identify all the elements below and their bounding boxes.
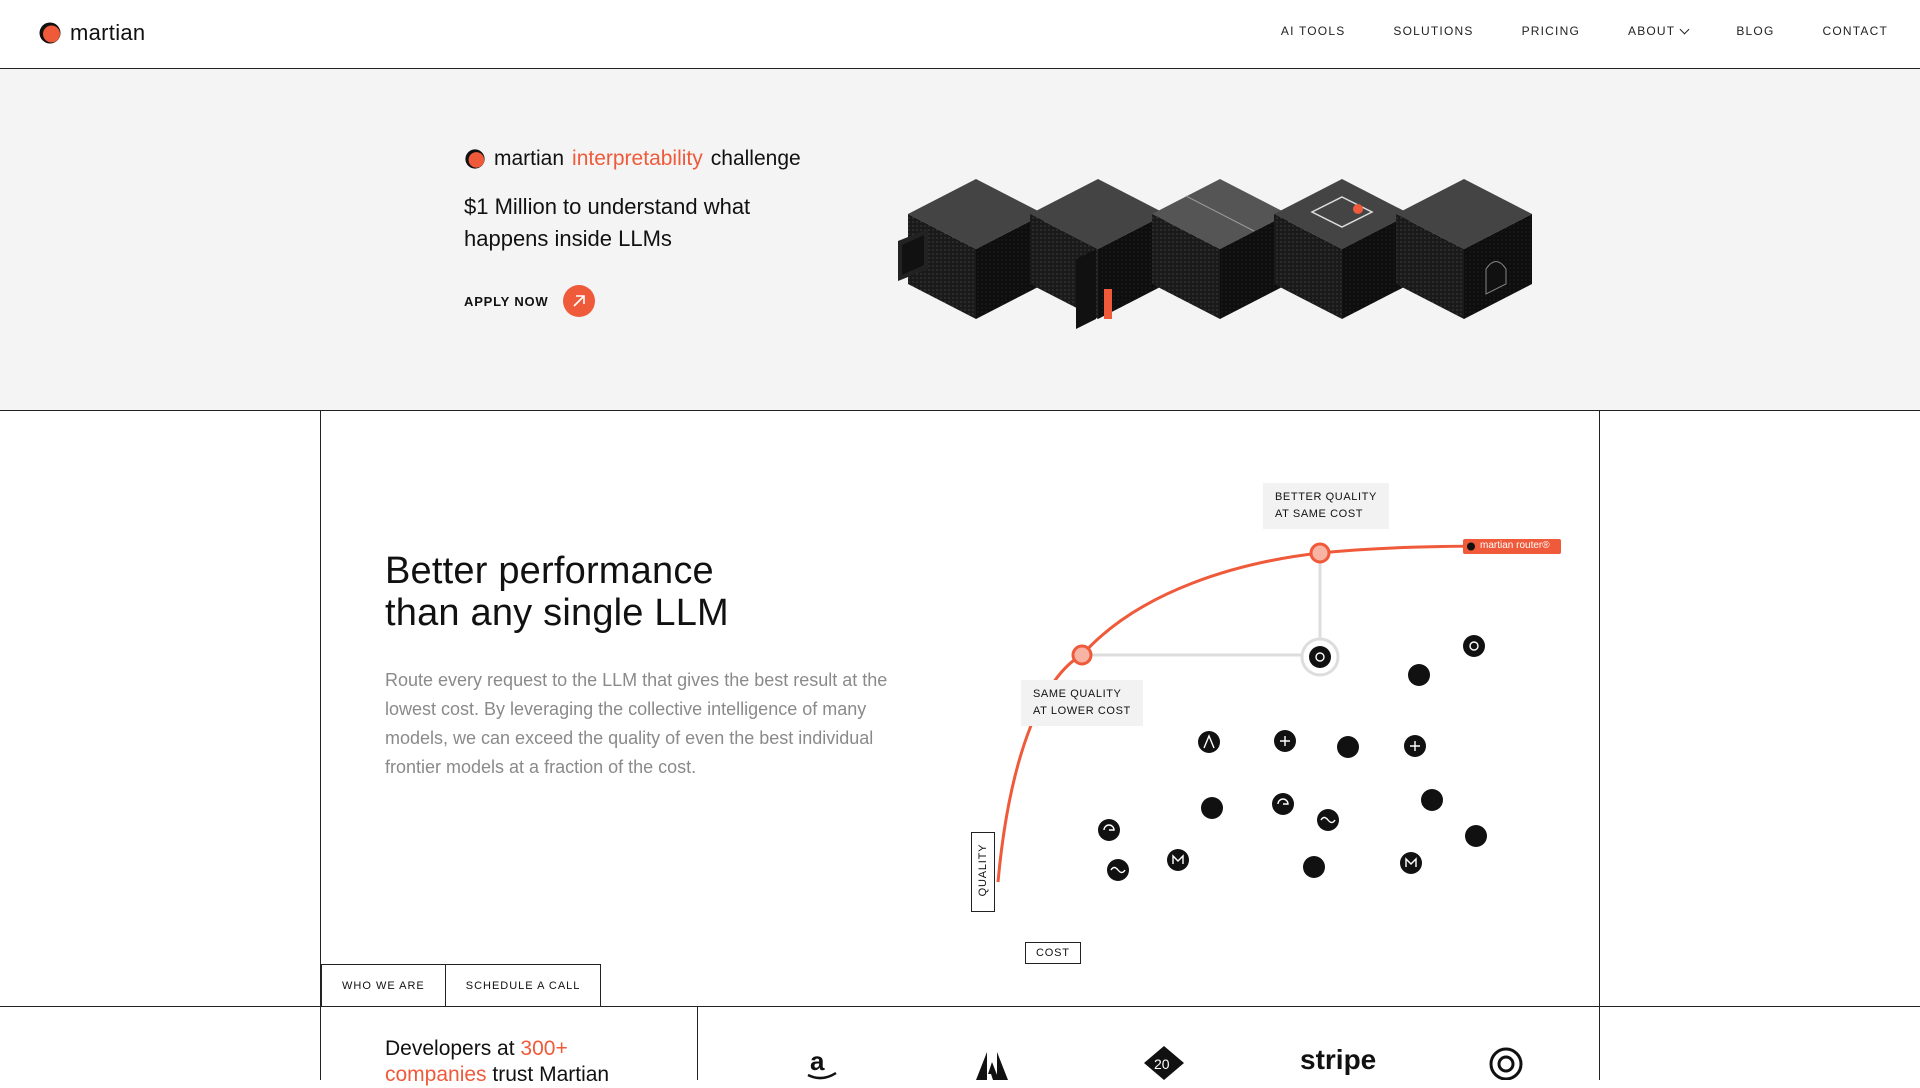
nav-solutions[interactable]: SOLUTIONS	[1393, 24, 1474, 38]
y-axis-label: QUALITY	[971, 832, 995, 912]
cubes-illustration	[898, 179, 1532, 329]
chart-canvas	[996, 539, 1561, 942]
martian-logo-icon	[465, 149, 485, 169]
headline-line-1: Better performance	[385, 550, 714, 592]
section-border-bottom	[0, 1006, 1920, 1007]
challenge-word: challenge	[710, 147, 801, 170]
better-quality-line-2: AT SAME COST	[1275, 508, 1364, 520]
challenge-banner: martian interpretability challenge $1 Mi…	[0, 69, 1920, 411]
cube-1	[898, 179, 1044, 319]
cube-3	[1152, 179, 1288, 319]
x-axis-label: COST	[1025, 942, 1081, 964]
section-border-right	[1599, 410, 1600, 1080]
twenty-logo-icon: 20	[1144, 1046, 1184, 1080]
cohere-icon	[1201, 797, 1223, 819]
challenge-accent: interpretability	[572, 147, 703, 170]
lower-cost-label: SAME QUALITY AT LOWER COST	[1021, 680, 1143, 726]
lower-cost-line-1: SAME QUALITY	[1033, 688, 1122, 700]
cube-2	[1030, 179, 1166, 329]
openai-icon	[1309, 646, 1331, 668]
openai-logo-icon	[1489, 1047, 1523, 1080]
nav-links: AI TOOLS SOLUTIONS PRICING ABOUT BLOG CO…	[1281, 24, 1888, 38]
challenge-brand: martian	[494, 147, 565, 170]
apply-now-label: APPLY NOW	[464, 293, 549, 309]
router-tag-bg	[1463, 539, 1561, 554]
top-nav: martian AI TOOLS SOLUTIONS PRICING ABOUT…	[0, 0, 1920, 69]
better-quality-point	[1309, 542, 1331, 564]
chevron-down-icon	[1679, 24, 1690, 34]
apply-now-link[interactable]: APPLY NOW	[464, 285, 595, 317]
cohere-icon	[1337, 736, 1359, 758]
section-headline: Better performance than any single LLM	[385, 550, 729, 634]
amazon-logo-icon: a	[807, 1048, 837, 1080]
svg-text:20: 20	[1154, 1056, 1170, 1072]
pareto-curve	[996, 544, 1506, 883]
openai-icon	[1463, 635, 1485, 657]
section-tabs: WHO WE ARE SCHEDULE A CALL	[321, 964, 602, 1006]
mistral-icon	[1408, 664, 1430, 686]
developers-trust: Developers at 300+ companies trust Marti…	[385, 1036, 665, 1088]
stripe-logo: stripe	[1300, 1044, 1377, 1075]
nav-contact[interactable]: CONTACT	[1822, 24, 1888, 38]
nav-about[interactable]: ABOUT	[1627, 24, 1690, 38]
svg-text:a: a	[810, 1048, 825, 1076]
nav-blog[interactable]: BLOG	[1736, 24, 1775, 38]
quality-cost-chart: martian router® BETTER QUALITY AT SAME C…	[960, 470, 1580, 995]
cube-4	[1274, 179, 1410, 319]
banner-subtitle: $1 Million to understand what happens in…	[464, 194, 751, 251]
logo[interactable]: martian	[38, 20, 145, 46]
perplexity-icon	[1465, 825, 1487, 847]
tab-schedule-call[interactable]: SCHEDULE A CALL	[445, 964, 602, 1006]
better-quality-line-1: BETTER QUALITY	[1275, 491, 1377, 503]
martian-logo-icon	[39, 22, 61, 44]
section-divider	[697, 1006, 698, 1080]
logo-text: martian	[70, 20, 146, 45]
lower-cost-line-2: AT LOWER COST	[1033, 705, 1131, 717]
nav-pricing[interactable]: PRICING	[1521, 24, 1580, 38]
devs-prefix: Developers at	[385, 1037, 521, 1060]
devs-suffix: trust Martian	[486, 1063, 610, 1086]
model-points	[1098, 635, 1487, 881]
headline-line-2: than any single LLM	[385, 592, 729, 634]
perplexity-icon	[1303, 856, 1325, 878]
cube-5	[1396, 179, 1532, 319]
section-border-left	[320, 410, 321, 1080]
lower-cost-point	[1071, 644, 1093, 666]
nav-ai-tools[interactable]: AI TOOLS	[1280, 24, 1346, 38]
challenge-title: martian interpretability challenge	[464, 147, 801, 171]
mistral-icon	[1421, 789, 1443, 811]
y-axis-text: QUALITY	[977, 843, 989, 897]
adobe-logo-icon	[976, 1052, 1008, 1080]
nav-about-label: ABOUT	[1627, 24, 1676, 38]
moonshot-icon	[1400, 852, 1422, 874]
better-quality-label: BETTER QUALITY AT SAME COST	[1263, 483, 1389, 529]
moonshot-icon	[1167, 849, 1189, 871]
router-tag-label: martian router®	[1480, 540, 1550, 551]
section-body: Route every request to the LLM that give…	[385, 670, 888, 777]
tab-who-we-are[interactable]: WHO WE ARE	[321, 964, 446, 1006]
arrow-up-right-icon	[562, 285, 595, 317]
